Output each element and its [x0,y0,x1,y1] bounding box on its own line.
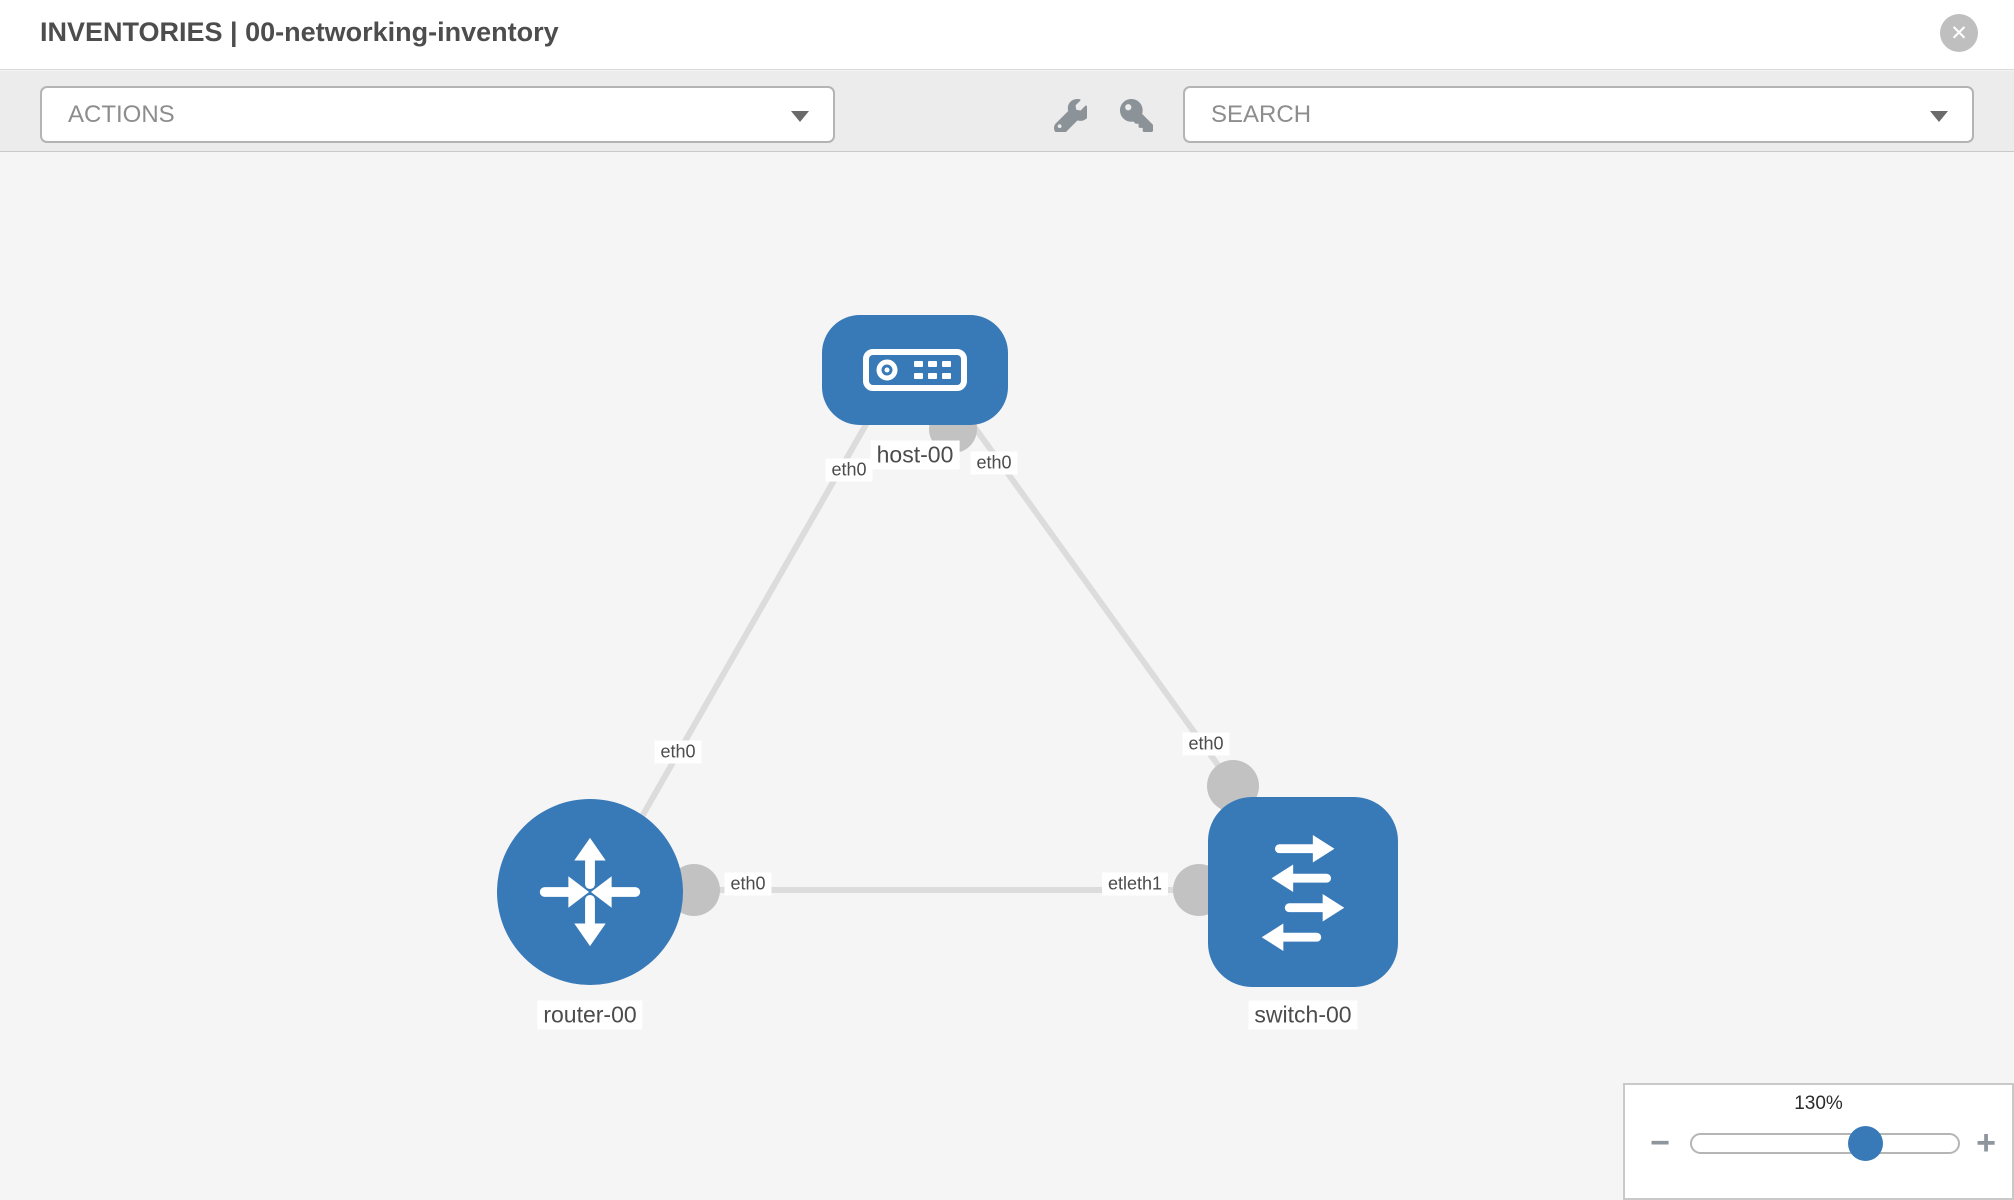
configure-wrench-button[interactable] [1050,95,1090,135]
node-router-00[interactable] [497,799,683,985]
key-icon [1119,98,1153,132]
zoom-control-panel: 130% − + [1623,1083,2014,1200]
link-host-router[interactable] [597,398,883,892]
wrench-icon [1053,98,1087,132]
search-dropdown[interactable]: SEARCH [1183,86,1974,143]
close-button[interactable]: ✕ [1940,14,1978,52]
close-icon: ✕ [1950,21,1968,45]
node-label-host: host-00 [870,440,960,470]
iface-label-router-to-host: eth0 [654,740,702,764]
iface-label-host-to-switch: eth0 [970,451,1018,475]
iface-label-router-to-switch: eth0 [724,872,772,896]
router-icon [539,837,641,947]
minus-icon: − [1650,1124,1670,1162]
zoom-out-button[interactable]: − [1650,1126,1670,1160]
zoom-level-value: 130% [1794,1093,1843,1114]
zoom-slider[interactable] [1690,1126,1960,1161]
iface-label-switch-to-host: eth0 [1182,732,1230,756]
actions-dropdown-label: ACTIONS [68,100,175,128]
node-label-switch: switch-00 [1248,1000,1358,1030]
host-icon [863,349,967,391]
node-label-router: router-00 [537,1000,643,1030]
search-dropdown-label: SEARCH [1211,100,1312,128]
plus-icon: + [1976,1124,1996,1162]
actions-dropdown[interactable]: ACTIONS [40,86,835,143]
iface-label-switch-to-router: etleth1 [1101,872,1169,896]
toolbar: ACTIONS SEARCH [0,71,2014,152]
credentials-key-button[interactable] [1116,95,1156,135]
switch-icon [1261,834,1345,951]
zoom-slider-thumb[interactable] [1848,1126,1883,1161]
iface-label-host-to-router: eth0 [825,458,873,482]
chevron-down-icon [791,111,809,122]
node-switch-00[interactable] [1208,797,1398,987]
zoom-in-button[interactable]: + [1976,1126,1996,1160]
page-title: INVENTORIES | 00-networking-inventory [40,17,559,47]
header: INVENTORIES | 00-networking-inventory ✕ [0,0,2014,70]
chevron-down-icon [1930,111,1948,122]
node-host-00[interactable] [822,315,1008,425]
